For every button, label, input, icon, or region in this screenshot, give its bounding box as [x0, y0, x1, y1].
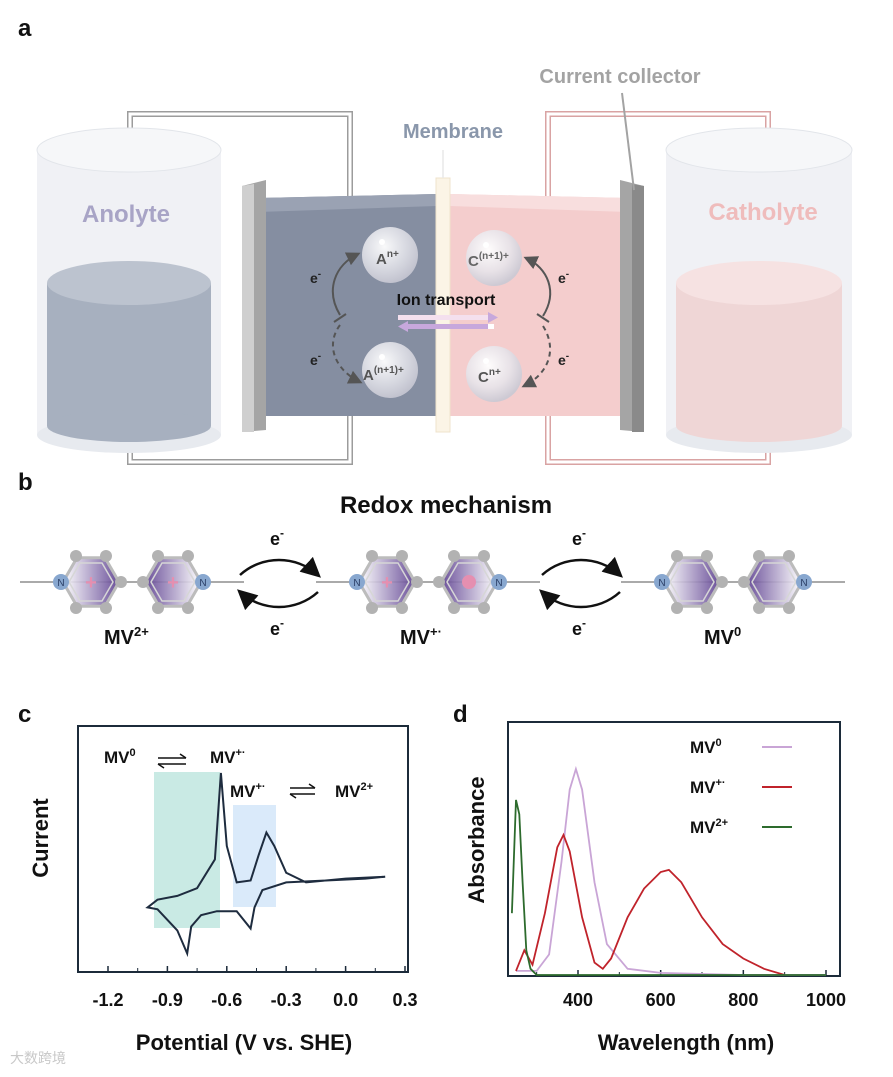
- redox-arrows-right: [539, 556, 623, 611]
- nitrogen-atom: [53, 574, 69, 590]
- cv-highlight-mv1: [233, 805, 276, 907]
- nitrogen-label: N: [57, 578, 64, 589]
- spectrum-line: [515, 832, 785, 976]
- cv-pair1-left: MV0: [104, 747, 136, 767]
- x-tick-label: 800: [728, 990, 758, 1010]
- legend-label: MV0: [690, 737, 722, 757]
- electron-label: e-: [310, 351, 321, 368]
- uvvis-x-ticks: 400 600 800 1000: [536, 970, 846, 1010]
- svg-text:A(n+1)+: A(n+1)+: [363, 365, 404, 384]
- panel-label-b: b: [18, 469, 33, 496]
- radical-dot: [462, 575, 476, 589]
- nitrogen-atom: [654, 574, 670, 590]
- flow-cell: [242, 150, 644, 433]
- cv-curve: [145, 772, 386, 958]
- svg-text:An+: An+: [376, 249, 399, 268]
- nitrogen-label: N: [658, 578, 665, 589]
- positive-charge: +: [381, 572, 393, 594]
- cv-pair2-right: MV2+: [335, 781, 373, 801]
- membrane-label: Membrane: [403, 121, 503, 143]
- x-tick-label: 600: [646, 990, 676, 1010]
- cv-highlight-mv0: [154, 772, 220, 928]
- panel-label-c: c: [18, 701, 31, 728]
- species-C-bottom: Cn+: [466, 346, 522, 402]
- uvvis-plot-frame: [507, 721, 841, 977]
- equilibrium-arrows-2: [289, 783, 316, 799]
- x-tick-label: -0.9: [152, 990, 183, 1010]
- x-tick-label: 400: [563, 990, 593, 1010]
- positive-charge: +: [85, 572, 97, 594]
- nitrogen-atom: [349, 574, 365, 590]
- cv-x-axis-label: Potential (V vs. SHE): [136, 1030, 352, 1055]
- nitrogen-label: N: [800, 578, 807, 589]
- anolyte-tank: Anolyte: [36, 127, 222, 453]
- uvvis-x-axis-label: Wavelength (nm): [598, 1030, 774, 1055]
- electron-label: e-: [270, 616, 284, 639]
- equilibrium-arrows-1: [157, 753, 187, 769]
- ion-transport-arrows: [398, 312, 498, 332]
- spectrum-line: [511, 799, 826, 976]
- current-collector-label: Current collector: [539, 66, 700, 88]
- cv-x-ticks: -1.2 -0.9 -0.6 -0.3 0.0 0.3: [92, 966, 418, 1010]
- electron-label: e-: [310, 269, 321, 286]
- catholyte-label: Catholyte: [708, 199, 817, 226]
- cathode-electron-arcs: [521, 256, 552, 388]
- x-tick-label: -1.2: [92, 990, 123, 1010]
- electron-label: e-: [558, 269, 569, 286]
- cv-pair2-left: MV+·: [230, 781, 266, 801]
- cv-pair1-right: MV+·: [210, 747, 246, 767]
- electron-label: e-: [572, 616, 586, 639]
- mv1-label: MV+·: [400, 624, 442, 649]
- nitrogen-label: N: [353, 578, 360, 589]
- electron-label: e-: [270, 526, 284, 549]
- redox-mechanism-title: Redox mechanism: [340, 492, 552, 519]
- species-C-top: C(n+1)+: [466, 230, 522, 286]
- x-tick-label: -0.6: [211, 990, 242, 1010]
- panel-label-d: d: [453, 701, 468, 728]
- legend-label: MV2+: [690, 817, 728, 837]
- ion-transport-label: Ion transport: [397, 292, 496, 309]
- panel-label-a: a: [18, 15, 32, 42]
- uvvis-y-axis-label: Absorbance: [464, 776, 489, 903]
- catholyte-tank: Catholyte: [665, 127, 853, 453]
- nitrogen-atom: [491, 574, 507, 590]
- svg-text:Cn+: Cn+: [478, 367, 501, 386]
- watermark: 大数跨境: [10, 1050, 66, 1066]
- spectrum-line: [516, 765, 826, 976]
- nitrogen-atom: [195, 574, 211, 590]
- electron-label: e-: [572, 526, 586, 549]
- nitrogen-atom: [796, 574, 812, 590]
- species-A-top: An+: [362, 227, 418, 283]
- svg-text:C(n+1)+: C(n+1)+: [468, 251, 509, 270]
- cv-plot-frame: [77, 725, 409, 973]
- anode-electron-arcs: [331, 252, 363, 384]
- nitrogen-label: N: [495, 578, 502, 589]
- mv0-label: MV0: [704, 624, 741, 649]
- current-collector-pointer: [621, 92, 635, 191]
- cv-y-axis-label: Current: [28, 798, 53, 878]
- legend-label: MV+·: [690, 777, 726, 797]
- nitrogen-label: N: [199, 578, 206, 589]
- species-A-bottom: A(n+1)+: [362, 342, 418, 398]
- positive-charge: +: [167, 572, 179, 594]
- anolyte-label: Anolyte: [82, 201, 170, 228]
- viologen-molecule: N + N +: [20, 550, 244, 614]
- x-tick-label: -0.3: [271, 990, 302, 1010]
- x-tick-label: 0.3: [392, 990, 417, 1010]
- x-tick-label: 0.0: [333, 990, 358, 1010]
- x-tick-label: 1000: [806, 990, 846, 1010]
- viologen-molecule: N + N: [316, 550, 540, 614]
- mv2-label: MV2+: [104, 624, 149, 649]
- electron-label: e-: [558, 351, 569, 368]
- redox-arrows-left: [237, 556, 321, 611]
- uvvis-curves: [511, 765, 826, 976]
